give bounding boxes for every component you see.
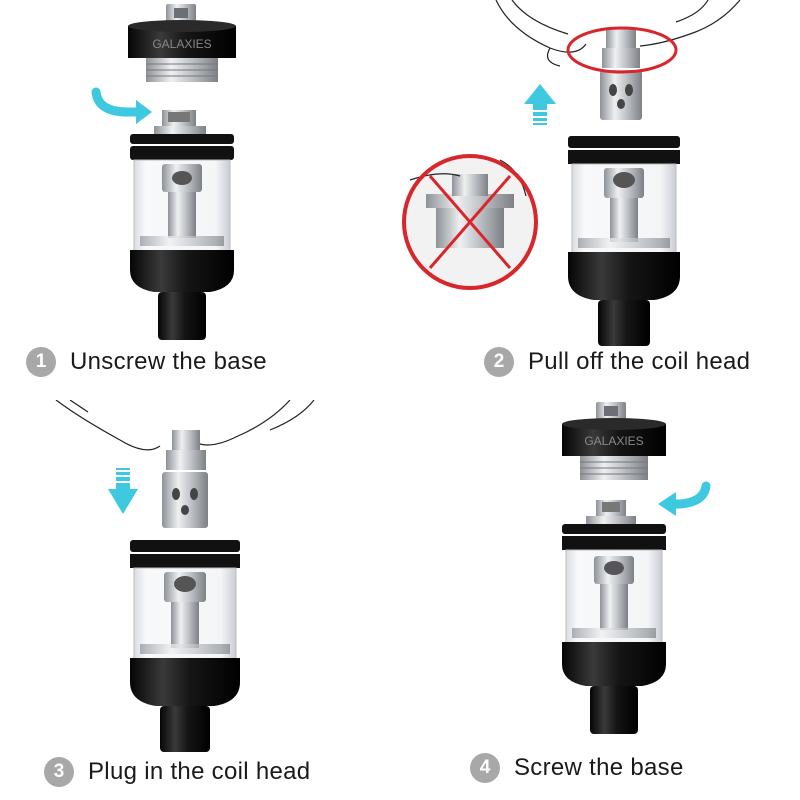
dashed-down-arrow-icon [108,468,138,514]
base-engraving: GALAXIES [584,434,643,448]
step-label: Pull off the coil head [528,348,751,375]
step-label: Plug in the coil head [88,758,311,785]
tank [130,540,240,752]
step-4-illustration: GALAXIES [562,402,711,734]
step-3-panel: 3 Plug in the coil head [0,400,400,800]
step-number-badge: 3 [44,757,74,787]
curved-rotate-arrow-icon [91,87,152,124]
tank [568,136,680,346]
step-2-panel: 2 Pull off the coil head [400,0,800,400]
hand-fingers [495,0,741,67]
step-label: Unscrew the base [70,348,267,375]
step-2-caption: 2 Pull off the coil head [484,347,750,377]
hand-fingers [55,400,315,451]
curved-rotate-arrow-icon [658,481,711,516]
step-3-caption: 3 Plug in the coil head [44,757,310,787]
base-engraving: GALAXIES [152,37,211,51]
base-cap: GALAXIES [562,402,666,480]
coil-head [600,28,642,120]
tank [130,110,234,340]
step-1-caption: 1 Unscrew the base [26,347,267,377]
step-label: Screw the base [514,754,684,781]
prohibited-icon [402,154,538,290]
step-1-panel: GALAXIES 1 Unscrew the ba [0,0,400,400]
step-number-badge: 2 [484,347,514,377]
highlight-ring [566,26,678,74]
step-4-panel: GALAXIES 4 Screw the base [400,400,800,800]
coil-head [162,430,208,528]
dashed-up-arrow-icon [524,84,556,125]
tank [562,500,666,734]
step-3-illustration [55,400,315,752]
step-2-illustration [402,0,741,346]
step-number-badge: 4 [470,753,500,783]
base-cap: GALAXIES [128,4,236,82]
step-4-caption: 4 Screw the base [470,753,684,783]
step-1-illustration: GALAXIES [91,4,236,340]
step-number-badge: 1 [26,347,56,377]
